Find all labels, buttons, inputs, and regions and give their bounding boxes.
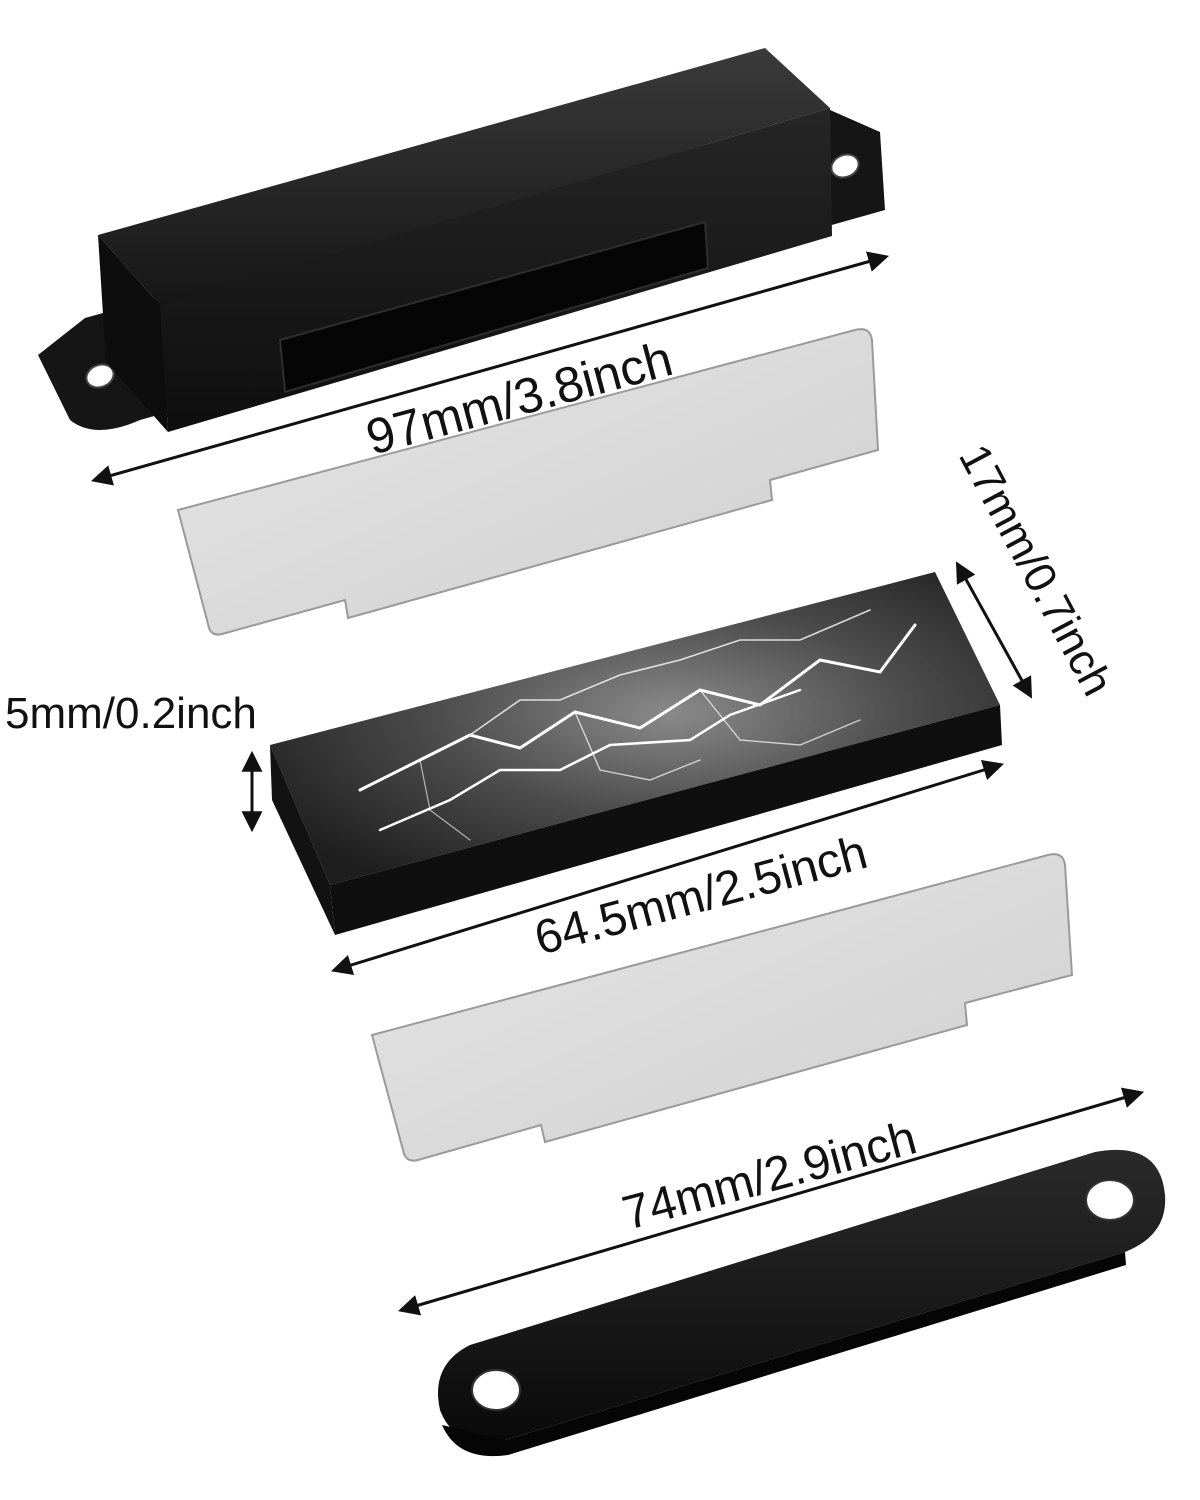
magnet-thickness-label: 5mm/0.2inch: [5, 689, 257, 738]
housing-length-arrow: [90, 251, 890, 486]
magnet-end-face: [270, 745, 335, 935]
dimension-arrows: [90, 251, 1145, 1316]
strike-plate: [438, 1149, 1166, 1457]
magnet-width-arrow: [955, 561, 1033, 699]
strike-plate-length-arrow: [397, 1087, 1145, 1316]
magnet-length-arrow: [330, 759, 1005, 976]
housing-mounting-hole-right: [830, 153, 860, 179]
housing-top-face: [98, 48, 830, 305]
strike-plate-hole-right: [1085, 1179, 1135, 1221]
magnet-bar: [270, 572, 1002, 935]
strike-plate-hole-left: [471, 1369, 521, 1411]
